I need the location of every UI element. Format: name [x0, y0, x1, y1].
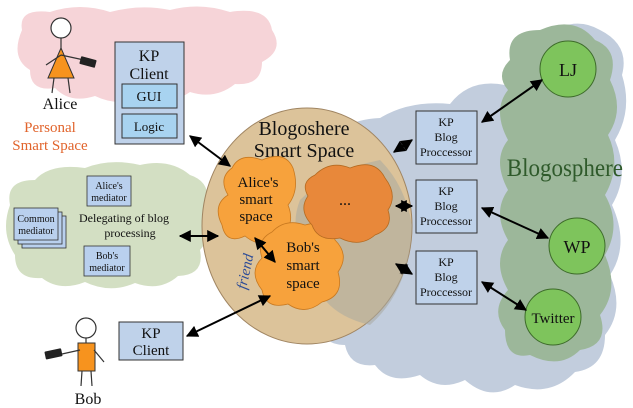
- processor-2-line3: Proccessor: [420, 214, 472, 228]
- connector-arrows: [178, 79, 550, 337]
- bob-figure: [44, 317, 105, 387]
- friend-label: friend: [234, 252, 257, 291]
- service-wp-circle: [548, 217, 606, 275]
- processor-3-line1: KP: [438, 255, 454, 269]
- bob-name: Bob: [75, 391, 102, 408]
- other-smart-space-blob: [303, 164, 393, 243]
- personal-space-label-2: Smart Space: [12, 138, 88, 154]
- processor-2-line1: KP: [438, 184, 454, 198]
- kp-blog-processor-3: KP Blog Proccessor: [415, 250, 478, 305]
- alice-space-line2: smart: [239, 192, 273, 208]
- bob-space-line1: Bob's: [286, 240, 320, 256]
- blogosphere-title: Blogosphere: [507, 155, 623, 182]
- alice-space-line3: space: [239, 209, 273, 225]
- logic-box: [121, 113, 178, 139]
- service-twitter-circle: [524, 288, 582, 346]
- personal-space-label-1: Personal: [24, 120, 76, 136]
- kp-client-alice-line1: KP: [139, 48, 160, 65]
- gui-box: [121, 83, 178, 109]
- arrow-kpclient-alice-space: [189, 135, 231, 167]
- processor-1-line1: KP: [438, 115, 454, 129]
- alice-name: Alice: [43, 96, 78, 113]
- arrow-kpclient-bob-space: [185, 295, 272, 337]
- common-mediator-stack: Common mediator: [13, 207, 67, 249]
- service-lj-circle: [539, 40, 597, 98]
- arrow-processor2-wp: [480, 207, 550, 239]
- alice-mediator-line2: mediator: [91, 193, 127, 204]
- alice-mediator-line1: Alice's: [95, 181, 122, 192]
- common-mediator-line2: mediator: [18, 226, 54, 237]
- mediation-cloud: [6, 162, 211, 289]
- kp-blog-processor-2: KP Blog Proccessor: [415, 179, 478, 234]
- processor-3-line3: Proccessor: [420, 285, 472, 299]
- kp-client-bob-line1: KP: [141, 326, 160, 342]
- bob-space-line3: space: [286, 276, 320, 292]
- bob-mediator: Bob's mediator: [83, 245, 131, 277]
- kp-client-bob-line2: Client: [133, 343, 170, 359]
- bob-space-line2: smart: [286, 258, 320, 274]
- phone-icon: [44, 348, 63, 360]
- processor-3-line2: Blog: [434, 270, 457, 284]
- kp-client-alice-line2: Client: [129, 66, 169, 83]
- service-lj-label: LJ: [559, 60, 577, 80]
- kp-client-alice: KP Client GUI Logic: [114, 41, 185, 145]
- arrow-processor1-space: [393, 139, 413, 153]
- alice-mediator: Alice's mediator: [86, 175, 132, 207]
- arrow-processor3-space: [394, 263, 414, 275]
- alice-space-line1: Alice's: [237, 175, 278, 191]
- processor-2-line2: Blog: [434, 199, 457, 213]
- delegating-line2: processing: [104, 226, 155, 240]
- kp-blog-processor-1: KP Blog Proccessor: [415, 110, 478, 165]
- ellipsis-label: ...: [339, 192, 351, 209]
- delegating-line1: Delegating of blog: [79, 211, 169, 225]
- gui-label: GUI: [137, 90, 162, 105]
- smart-space-title-1: Blogoshere: [258, 118, 349, 140]
- logic-label: Logic: [134, 119, 165, 134]
- arrow-alice-bob-friend: [254, 237, 276, 263]
- bob-mediator-line2: mediator: [89, 263, 125, 274]
- bob-mediator-line1: Bob's: [96, 251, 118, 262]
- kp-client-bob: KP Client: [118, 321, 184, 361]
- alice-figure: [45, 17, 97, 94]
- processor-1-line3: Proccessor: [420, 145, 472, 159]
- phone-icon: [79, 56, 97, 68]
- service-twitter-label: Twitter: [531, 311, 574, 327]
- processor-1-line2: Blog: [434, 130, 457, 144]
- arrow-processor1-lj: [481, 79, 543, 123]
- common-mediator-line1: Common: [17, 214, 54, 225]
- arrow-processor3-twitter: [480, 281, 528, 311]
- service-wp-label: WP: [564, 237, 591, 257]
